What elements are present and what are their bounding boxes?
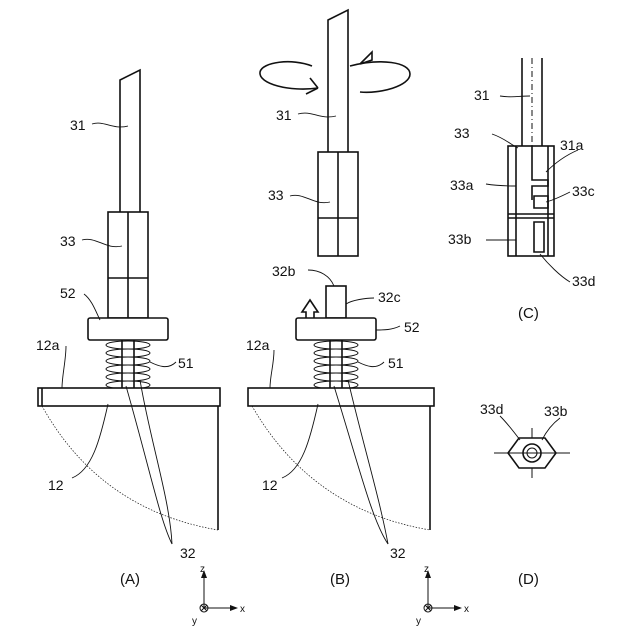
axis-z-right: z — [424, 564, 429, 575]
panel-a: 31 33 52 12a 51 12 32 (A) — [36, 70, 220, 588]
label-52-a: 52 — [60, 285, 76, 301]
label-33-a: 33 — [60, 233, 76, 249]
label-32c-b: 32c — [378, 289, 401, 305]
label-32-a: 32 — [180, 545, 196, 561]
body-curve-b — [252, 406, 430, 530]
axis-indicator-right: z x y — [416, 564, 469, 627]
spring-51-b — [314, 340, 358, 390]
caption-a: (A) — [120, 571, 140, 588]
label-12-b: 12 — [262, 477, 278, 493]
spring-51-a — [106, 340, 150, 390]
axis-x-right: x — [464, 604, 469, 615]
axis-x-left: x — [240, 604, 245, 615]
axis-indicator-left: z x y — [192, 564, 245, 627]
panel-b: 31 33 32b 32c 52 12a 51 12 32 (B) — [246, 10, 434, 588]
label-31-a: 31 — [70, 117, 86, 133]
plate-12a-b — [248, 388, 434, 406]
shaft-31-b — [328, 10, 348, 152]
body-curve-a — [42, 406, 218, 530]
label-33c-c: 33c — [572, 183, 595, 199]
pin-32-b — [326, 286, 346, 318]
caption-c: (C) — [518, 305, 539, 322]
label-12-a: 12 — [48, 477, 64, 493]
axis-y-right: y — [416, 616, 421, 627]
label-12a-a: 12a — [36, 337, 60, 353]
label-33b-c: 33b — [448, 231, 472, 247]
rotation-arrow-right-icon — [350, 62, 410, 92]
label-51-b: 51 — [388, 355, 404, 371]
collar-52-b — [296, 318, 376, 340]
label-31-b: 31 — [276, 107, 292, 123]
label-33-b: 33 — [268, 187, 284, 203]
shaft-31-a — [120, 70, 140, 212]
label-33a-c: 33a — [450, 177, 474, 193]
collar-52-a — [88, 318, 168, 340]
label-33d-d: 33d — [480, 401, 503, 417]
caption-d: (D) — [518, 571, 539, 588]
label-31-c: 31 — [474, 87, 490, 103]
label-32b-b: 32b — [272, 263, 296, 279]
axis-y-left: y — [192, 616, 197, 627]
label-33d-c: 33d — [572, 273, 595, 289]
label-51-a: 51 — [178, 355, 194, 371]
coupler-33-c — [508, 146, 554, 256]
label-32-b: 32 — [390, 545, 406, 561]
label-33-c: 33 — [454, 125, 470, 141]
label-33b-d: 33b — [544, 403, 568, 419]
label-31a-c: 31a — [560, 137, 584, 153]
panel-c: 31 33 31a 33a 33c 33b 33d (C) — [448, 58, 595, 322]
rotation-arrow-left-icon — [260, 62, 318, 89]
label-52-b: 52 — [404, 319, 420, 335]
caption-b: (B) — [330, 571, 350, 588]
body-edge-a — [42, 388, 218, 530]
label-12a-b: 12a — [246, 337, 270, 353]
axis-z-left: z — [200, 564, 205, 575]
panel-d: 33d 33b (D) — [480, 401, 570, 588]
